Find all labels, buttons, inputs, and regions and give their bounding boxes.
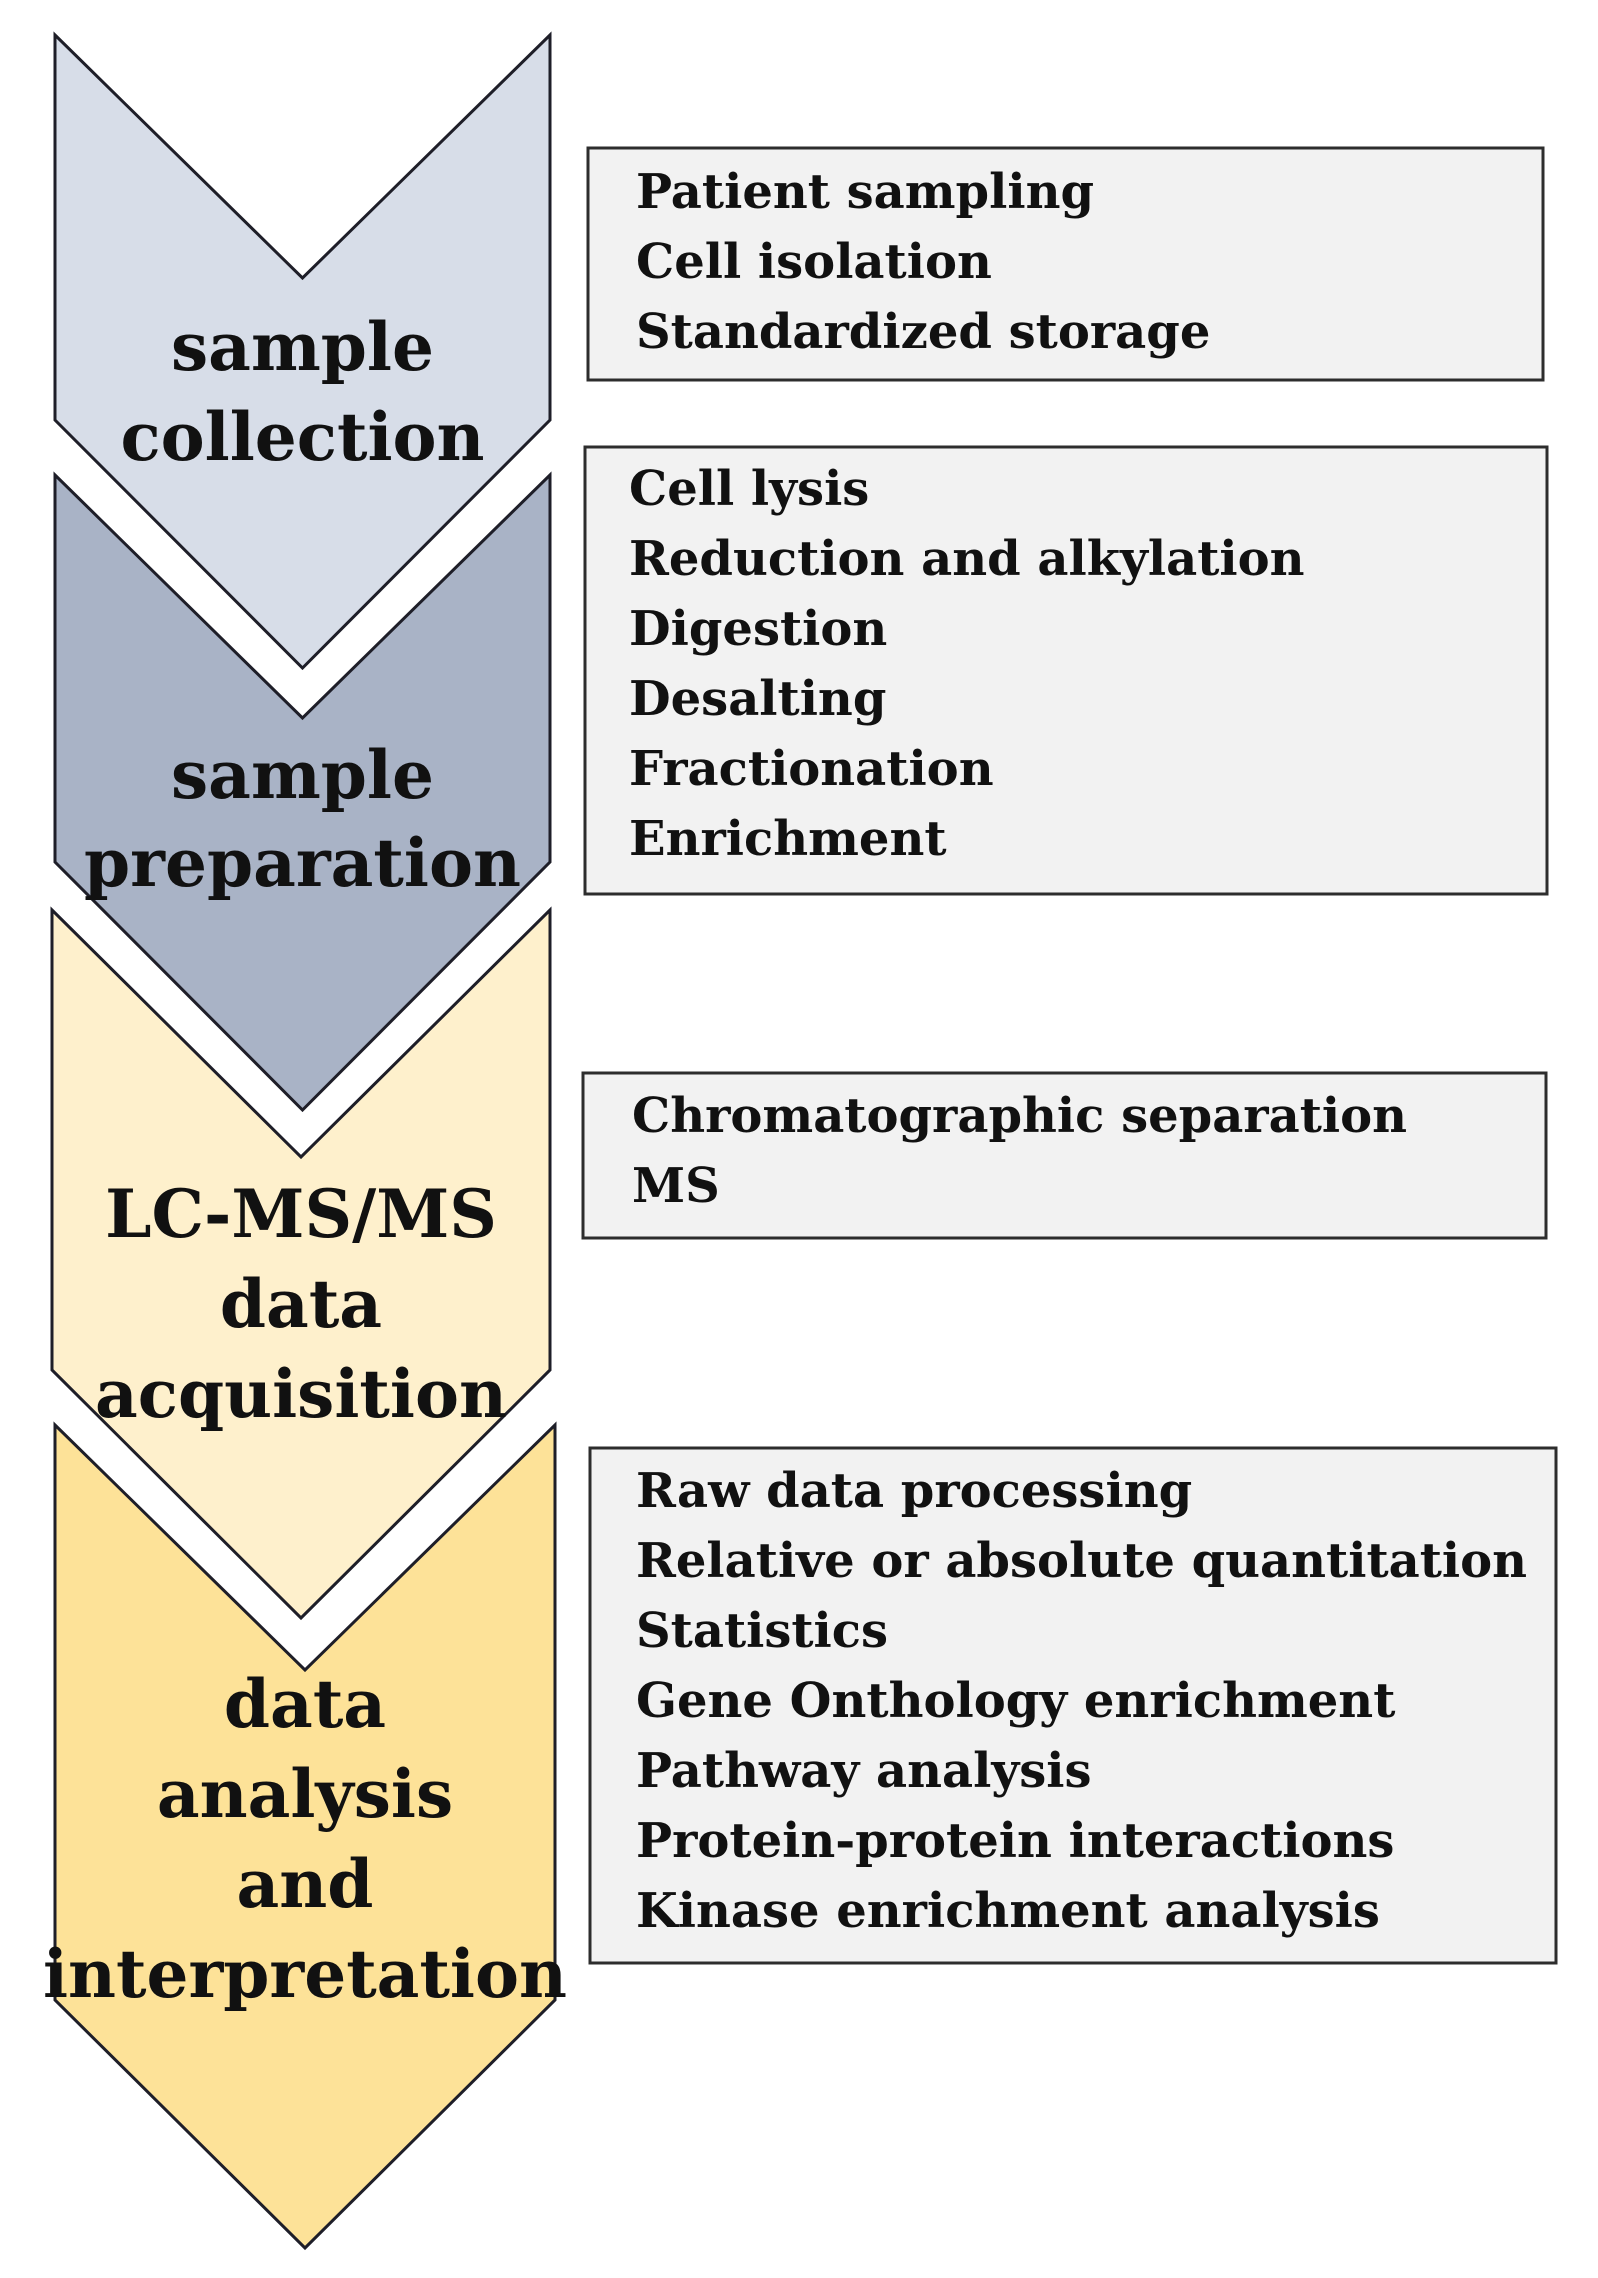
step-item: Kinase enrichment analysis bbox=[636, 1883, 1380, 1939]
stage-label-data-analysis: analysis bbox=[157, 1755, 453, 1833]
stage-label-data-analysis: interpretation bbox=[43, 1935, 567, 2013]
stage-label-sample-collection: collection bbox=[120, 398, 484, 476]
steps-box-data-analysis bbox=[588, 1446, 1558, 1965]
stage-chevrons bbox=[50, 31, 557, 2251]
step-item: Desalting bbox=[629, 671, 886, 727]
chevron-sample-collection bbox=[53, 31, 552, 671]
stage-labels: sample collection sample preparationLC-MS/M… bbox=[43, 308, 567, 2013]
stage-label-sample-preparation: preparation bbox=[84, 824, 521, 902]
stage-label-sample-collection: sample bbox=[171, 308, 434, 386]
step-item: Relative or absolute quantitation bbox=[636, 1533, 1527, 1589]
step-item: Protein-protein interactions bbox=[636, 1813, 1394, 1869]
stage-label-data-analysis: and bbox=[237, 1845, 374, 1923]
steps-box-data-acquisition bbox=[581, 1071, 1548, 1240]
step-item: Raw data processing bbox=[636, 1463, 1192, 1519]
stage-label-data-acquisition: LC-MS/MS bbox=[105, 1175, 497, 1253]
stage-label-data-analysis: data bbox=[224, 1665, 386, 1743]
step-item: Reduction and alkylation bbox=[629, 531, 1305, 587]
step-item: Digestion bbox=[629, 601, 887, 657]
step-item: Fractionation bbox=[629, 741, 994, 797]
step-item: Patient sampling bbox=[636, 164, 1094, 220]
chevron-sample-preparation bbox=[53, 471, 552, 1113]
step-item: Enrichment bbox=[629, 811, 947, 867]
step-item: MS bbox=[632, 1158, 720, 1214]
chevron-data-analysis bbox=[53, 1421, 557, 2251]
step-item: Cell isolation bbox=[636, 234, 992, 290]
step-item: Statistics bbox=[636, 1603, 888, 1659]
stage-label-sample-preparation: sample bbox=[171, 736, 434, 814]
stage-label-data-acquisition: acquisition bbox=[95, 1355, 507, 1433]
step-item: Cell lysis bbox=[629, 461, 869, 517]
step-item: Chromatographic separation bbox=[632, 1088, 1407, 1144]
steps-box-sample-preparation bbox=[583, 445, 1549, 896]
stage-label-data-acquisition: data bbox=[220, 1265, 382, 1343]
chevron-data-acquisition bbox=[50, 906, 552, 1621]
step-item: Pathway analysis bbox=[636, 1743, 1092, 1799]
step-item: Gene Onthology enrichment bbox=[636, 1673, 1395, 1729]
steps-box-sample-collection bbox=[586, 146, 1545, 382]
step-item: Standardized storage bbox=[636, 304, 1210, 360]
